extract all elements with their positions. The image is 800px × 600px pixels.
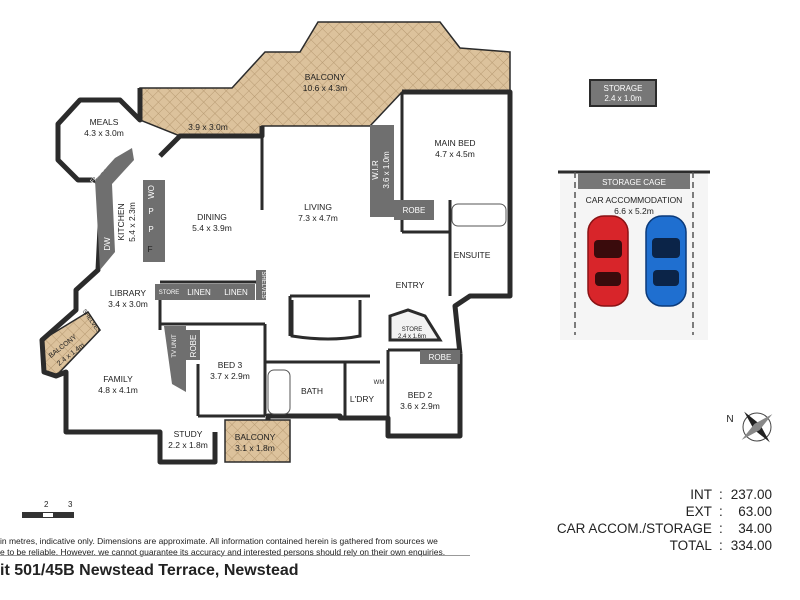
balcony-main-name: BALCONY — [305, 72, 346, 82]
bed2-name: BED 2 — [408, 390, 433, 400]
wir-name: W.I.R — [371, 160, 380, 180]
divider — [0, 555, 470, 556]
property-address: it 501/45B Newstead Terrace, Newstead — [0, 562, 299, 579]
storage-name: STORAGE — [604, 84, 643, 93]
balcony-small-dims: 3.9 x 3.0m — [188, 122, 228, 132]
balcony-bottom-dims: 3.1 x 1.8m — [235, 443, 275, 453]
bath-label: BATH — [301, 386, 323, 396]
scale-bar-line — [22, 512, 74, 518]
total-row: CAR ACCOM./STORAGE : 34.00 — [556, 521, 772, 536]
total-row: TOTAL : 334.00 — [557, 537, 772, 554]
kitchen-wo: WO — [147, 185, 156, 199]
linen-1: LINEN — [187, 288, 211, 297]
storage-dims: 2.4 x 1.0m — [604, 94, 642, 103]
main-bath — [267, 369, 291, 415]
main-bed-dims: 4.7 x 4.5m — [435, 149, 475, 159]
total-value: 334.00 — [730, 538, 772, 553]
wir-dims: 3.6 x 1.0m — [382, 151, 391, 189]
fixtures — [95, 125, 460, 392]
total-row: EXT : 63.00 — [557, 503, 772, 520]
tv-unit-label: TV UNIT — [172, 334, 178, 358]
storage-box — [589, 79, 657, 107]
scale-mark-2: 2 — [44, 500, 49, 509]
entry-label: ENTRY — [396, 280, 425, 290]
dining-name: DINING — [197, 212, 227, 222]
meals-name: MEALS — [90, 117, 119, 127]
family-name: FAMILY — [103, 374, 133, 384]
balcony-bottom — [224, 419, 291, 463]
library-name: LIBRARY — [110, 288, 147, 298]
balcony-main-dims: 10.6 x 4.3m — [303, 83, 347, 93]
total-value: 34.00 — [738, 521, 772, 536]
area-totals: INT : 237.00 EXT : 63.00 CAR ACCOM./STOR… — [557, 486, 772, 554]
study-dims: 2.2 x 1.8m — [168, 440, 208, 450]
car-name: CAR ACCOMMODATION — [586, 195, 683, 205]
total-row: INT : 237.00 — [557, 486, 772, 503]
balcony-bottom-name: BALCONY — [235, 432, 276, 442]
family-dims: 4.8 x 4.1m — [98, 385, 138, 395]
disclaimer-line: e to be reliable. However, we cannot gua… — [0, 547, 446, 557]
wm-label: WM — [374, 380, 385, 386]
ldry-label: L'DRY — [350, 394, 374, 404]
living-name: LIVING — [304, 202, 332, 212]
store-small-label: STORE — [159, 290, 180, 296]
storage-cage-label: STORAGE CAGE — [602, 178, 666, 187]
disclaimer-line: in metres, indicative only. Dimensions a… — [0, 536, 438, 546]
store-entry-dims: 2.4 x 1.6m — [398, 334, 426, 340]
bed2-dims: 3.6 x 2.9m — [400, 401, 440, 411]
study-name: STUDY — [174, 429, 203, 439]
kitchen-dw: DW — [103, 237, 112, 251]
store-entry-name: STORE — [402, 327, 423, 333]
linen-2: LINEN — [224, 288, 248, 297]
kitchen-f: F — [147, 244, 152, 254]
bed3-name: BED 3 — [218, 360, 243, 370]
shelves-1: SHELVES — [260, 271, 266, 298]
living-dims: 7.3 x 4.7m — [298, 213, 338, 223]
blue-car — [645, 215, 687, 307]
total-key: EXT — [685, 504, 712, 519]
robe-bed2-label: ROBE — [429, 353, 452, 362]
red-car — [587, 215, 629, 307]
dining-dims: 5.4 x 3.9m — [192, 223, 232, 233]
car-dims: 6.6 x 5.2m — [614, 206, 654, 216]
kitchen-dims: 5.4 x 2.3m — [127, 202, 137, 242]
car-accommodation — [558, 170, 710, 340]
powder-room — [290, 300, 362, 341]
kitchen-p1: P — [148, 207, 153, 216]
display-label: DISPLAY — [165, 205, 174, 239]
robe-bed3-label: ROBE — [189, 335, 198, 358]
exterior-walls — [39, 88, 513, 465]
scale-bar: 2 3 — [22, 500, 82, 522]
total-key: TOTAL — [669, 538, 712, 553]
total-key: INT — [690, 487, 712, 502]
store-entry — [388, 308, 443, 342]
compass-icon — [741, 411, 773, 443]
total-key: CAR ACCOM./STORAGE — [556, 521, 712, 536]
robe-main-label: ROBE — [403, 206, 426, 215]
total-value: 237.00 — [730, 487, 772, 502]
total-value: 63.00 — [738, 504, 772, 519]
kitchen-p2: P — [148, 225, 153, 234]
meals-dims: 4.3 x 3.0m — [84, 128, 124, 138]
library-dims: 3.4 x 3.0m — [108, 299, 148, 309]
interior-walls — [158, 92, 460, 436]
main-bed-name: MAIN BED — [434, 138, 475, 148]
disclaimer: in metres, indicative only. Dimensions a… — [0, 536, 470, 558]
floor-plan: N BALCONY 10.6 x 4.3m 3.9 x 3.0m STORAGE… — [39, 21, 773, 465]
ensuite-bath — [451, 203, 507, 227]
bed3-dims: 3.7 x 2.9m — [210, 371, 250, 381]
ensuite-label: ENSUITE — [454, 250, 491, 260]
kitchen-name: KITCHEN — [116, 203, 126, 240]
compass-letter: N — [726, 414, 733, 425]
scale-mark-3: 3 — [68, 500, 73, 509]
